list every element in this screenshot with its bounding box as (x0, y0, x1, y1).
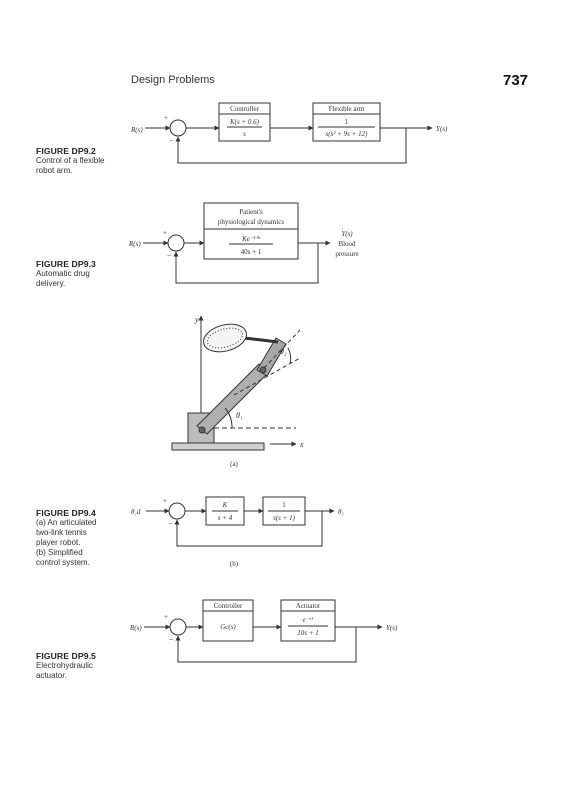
plant-label: Flexible arm (329, 105, 365, 113)
output-label: θ₁ (338, 508, 344, 516)
output-label-3: pressure (335, 250, 358, 258)
input-label: R(s) (130, 126, 143, 134)
caption-title: FIGURE DP9.4 (36, 508, 96, 518)
input-label: R(s) (128, 240, 141, 248)
patient-label-line-2: physiological dynamics (218, 218, 285, 226)
theta1-label: θ₁ (236, 411, 243, 420)
controller-label: Controller (230, 105, 259, 113)
feedback-path (175, 627, 357, 663)
page-number: 737 (503, 72, 529, 89)
caption-line: two-link tennis (36, 528, 87, 537)
caption-line: player robot. (36, 538, 81, 547)
summing-junction (167, 234, 185, 252)
racket-strings (206, 327, 244, 349)
caption-dp9-2: FIGURE DP9.2 Control of a flexible robot… (36, 146, 104, 176)
minus-sign: − (167, 251, 172, 260)
patient-label-line-1: Patient's (239, 208, 263, 216)
theta2-label: θ₂ (280, 347, 287, 356)
racket-handle (243, 336, 279, 344)
caption-line: delivery. (36, 279, 66, 288)
output-label: Y(s) (386, 624, 398, 632)
block-diagram-dp9-5: R(s) + − Controller Gc(s) Actuator e⁻ˢᵀ … (129, 599, 398, 663)
section-header: Design Problems (131, 74, 215, 86)
caption-line: actuator. (36, 671, 67, 680)
feedback-path (173, 243, 319, 284)
patient-dynamics-block (203, 228, 299, 260)
caption-title: FIGURE DP9.3 (36, 259, 96, 269)
plus-sign: + (163, 229, 167, 237)
plant-denominator: s(s + 1) (273, 514, 296, 522)
actuator-denominator: 10s + 1 (297, 629, 318, 637)
tennis-robot-illustration: y x θ₁ θ₂ (a) (171, 315, 304, 468)
output-label-2: Blood (338, 240, 356, 248)
feedback-path (175, 128, 407, 164)
caption-dp9-5: FIGURE DP9.5 Electrohydraulic actuator. (36, 651, 96, 681)
summing-junction (168, 502, 186, 520)
theta2-arc (287, 347, 292, 365)
caption-line: Automatic drug (36, 269, 90, 278)
caption-line: Electrohydraulic (36, 661, 93, 670)
patient-numerator: Ke⁻¹⁰ˢ (241, 235, 260, 243)
caption-line: (a) An articulated (36, 518, 97, 527)
plant-numerator: 1 (282, 501, 286, 509)
actuator-label: Actuator (296, 602, 321, 610)
plant-label-box (312, 102, 381, 115)
theta1-arc (224, 407, 233, 429)
output-label: Y(s) (436, 125, 448, 133)
controller-label-box (218, 102, 271, 115)
controller-label: Controller (214, 602, 243, 610)
caption-line: Control of a flexible (36, 156, 105, 165)
gain-denominator: s + 4 (218, 514, 233, 522)
patient-denominator: 40s + 1 (241, 248, 262, 256)
feedback-path (174, 511, 323, 547)
joint-1 (198, 426, 206, 434)
block-diagram-dp9-3: R(s) + − Patient's physiological dynamic… (128, 202, 359, 284)
summing-junction (169, 119, 187, 137)
y-axis-label: y (194, 315, 199, 324)
caption-dp9-4: FIGURE DP9.4 (a) An articulated two-link… (36, 508, 96, 568)
block-diagram-dp9-4: θ₁d + − K s + 4 1 s(s + 1) θ₁ (b) (131, 496, 344, 568)
output-label-1: Y(s) (341, 230, 353, 238)
caption-line: robot arm. (36, 166, 73, 175)
joint-2 (259, 366, 267, 374)
link-2 (256, 337, 287, 377)
minus-sign: − (169, 136, 174, 145)
controller-denominator: s (243, 130, 246, 138)
plant-numerator: 1 (345, 118, 349, 126)
actuator-block (280, 610, 336, 642)
block-diagram-dp9-2: R(s) + − Controller K(s + 0.6) s Flexibl… (130, 102, 448, 164)
ground-plate (171, 442, 265, 451)
caption-dp9-3: FIGURE DP9.3 Automatic drug delivery. (36, 259, 96, 289)
link-1-extension (263, 329, 301, 369)
controller-transfer-function: Gc(s) (220, 623, 236, 631)
minus-sign: − (169, 635, 174, 644)
caption-line: (b) Simplified (36, 548, 83, 557)
plus-sign: + (164, 613, 168, 621)
controller-numerator: K(s + 0.6) (229, 118, 260, 126)
input-label: θ₁d (131, 508, 141, 516)
plus-sign: + (164, 114, 168, 122)
minus-sign: − (168, 519, 173, 528)
racket-head (202, 323, 248, 353)
caption-title: FIGURE DP9.5 (36, 651, 96, 661)
link-1 (196, 363, 270, 435)
x-axis-label: x (299, 440, 304, 449)
caption-title: FIGURE DP9.2 (36, 146, 96, 156)
plus-sign: + (163, 497, 167, 505)
plant-denominator: s(s² + 9s + 12) (326, 130, 369, 138)
summing-junction (169, 618, 187, 636)
subfigure-label-b: (b) (230, 560, 239, 568)
input-label: R(s) (129, 624, 142, 632)
reference-line (233, 357, 301, 396)
caption-line: control system. (36, 558, 90, 567)
controller-block (202, 610, 254, 642)
actuator-numerator: e⁻ˢᵀ (303, 616, 314, 624)
subfigure-label-a: (a) (230, 460, 238, 468)
gain-numerator: K (222, 501, 228, 509)
